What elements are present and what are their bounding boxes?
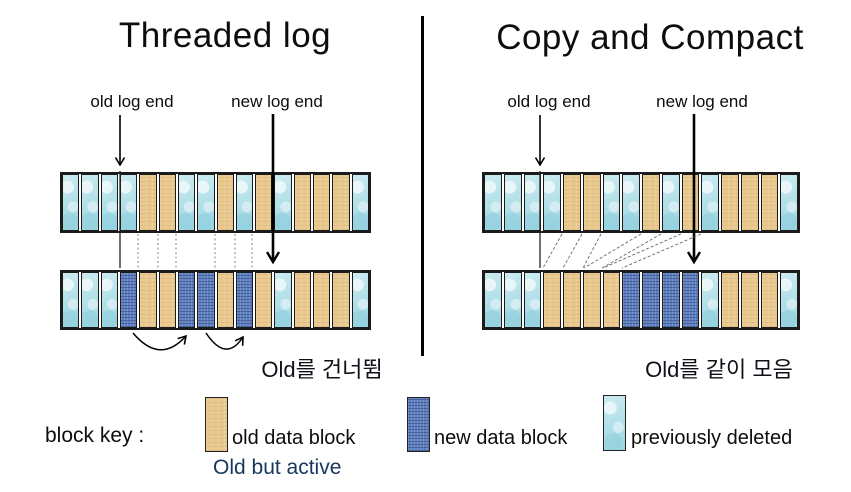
legend-swatch-old-data-block [205,397,228,452]
left-bottom-row [60,270,371,330]
block-old [721,174,739,231]
right-top-row [482,172,800,233]
block-old [543,272,561,328]
left-top-row [60,172,371,233]
block-old [602,272,621,328]
block-deleted [622,174,640,231]
block-old [740,174,759,231]
left-caption: Old를 건너뜀 [261,357,383,382]
block-old [681,174,700,231]
block-deleted [274,174,292,231]
block-old [255,174,273,231]
block-new [197,272,215,328]
block-old [563,174,581,231]
block-deleted [503,174,522,231]
block-deleted [81,174,99,231]
left-panel-title: Threaded log [118,16,332,55]
block-old [563,272,581,328]
legend-new-data-block-label: new data block [434,427,568,449]
block-new [642,272,660,328]
right-old-log-end-label: old log end [507,92,591,111]
block-old [139,272,157,328]
left-new-log-end-label: new log end [231,92,323,111]
block-deleted [780,272,798,328]
block-old [332,272,350,328]
block-new [177,272,196,328]
legend-swatch-new-data-block [407,397,430,452]
block-deleted [177,174,196,231]
panel-divider [421,16,424,356]
block-deleted [701,174,719,231]
right-panel-title: Copy and Compact [496,18,804,57]
block-old [293,272,312,328]
block-new [119,272,138,328]
left-old-log-end-label: old log end [90,92,174,111]
block-deleted [701,272,719,328]
block-deleted [484,272,502,328]
legend-old-data-block-label: old data block [232,427,356,449]
block-old [760,272,779,328]
block-old [158,174,176,231]
block-deleted [523,174,542,231]
legend-previously-deleted-label: previously deleted [631,427,793,449]
block-deleted [235,174,254,231]
block-new [661,272,680,328]
block-new [235,272,254,328]
block-deleted [351,174,369,231]
block-old [216,272,234,328]
block-new [622,272,640,328]
block-old [139,174,157,231]
block-deleted [100,174,118,231]
right-new-log-end-label: new log end [656,92,748,111]
block-old [582,174,601,231]
block-old [216,174,234,231]
left-thread-guides [137,234,253,268]
block-new [681,272,700,328]
block-deleted [523,272,542,328]
legend-title: block key : [45,424,145,447]
block-deleted [62,272,80,328]
block-old [721,272,739,328]
block-old [313,174,331,231]
block-deleted [62,174,80,231]
right-caption: Old를 같이 모음 [645,357,793,382]
block-deleted [197,174,215,231]
block-deleted [661,174,680,231]
block-deleted [274,272,292,328]
block-old [760,174,779,231]
block-old [293,174,312,231]
block-deleted [780,174,798,231]
block-deleted [602,174,621,231]
block-deleted [119,174,138,231]
left-skip-arcs [132,332,244,351]
block-old [740,272,759,328]
block-old [158,272,176,328]
block-deleted [100,272,118,328]
block-old [255,272,273,328]
block-old [332,174,350,231]
legend-old-but-active-label: Old but active [213,456,342,479]
block-deleted [503,272,522,328]
block-old [313,272,331,328]
block-deleted [81,272,99,328]
right-bottom-row [482,270,800,330]
block-old [582,272,601,328]
block-deleted [351,272,369,328]
block-old [642,174,660,231]
legend-swatch-previously-deleted [603,395,626,451]
block-deleted [543,174,561,231]
block-deleted [484,174,502,231]
right-compact-guides [542,233,702,269]
